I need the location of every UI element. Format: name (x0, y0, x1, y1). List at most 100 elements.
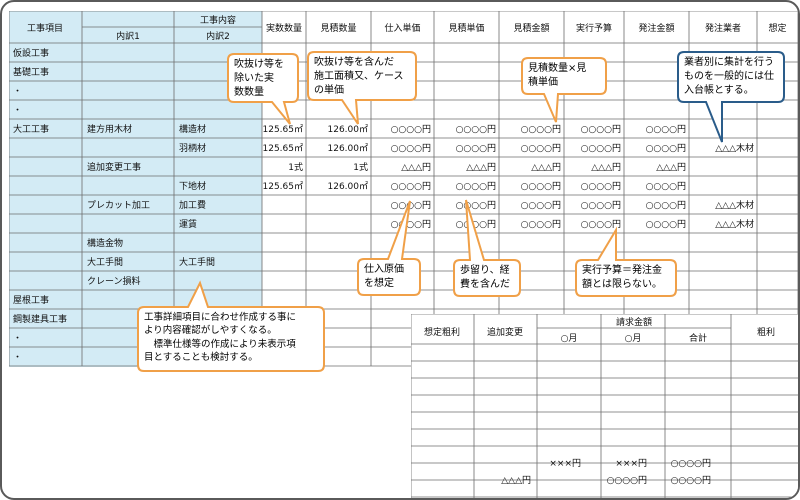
row-actual: 125.65㎡ (263, 143, 304, 154)
row-estimate: 126.00㎡ (328, 143, 369, 154)
row-order: ○○○○円 (646, 124, 686, 135)
row-sub2: 構造材 (179, 123, 206, 135)
row-order: ○○○○円 (646, 143, 686, 154)
row-purchase: △△△円 (401, 162, 431, 173)
callout-vendor-note-outline (677, 51, 785, 143)
row-estimate-unit: ○○○○円 (456, 181, 496, 192)
row-order: ○○○○円 (646, 200, 686, 211)
inset-table-grid: 想定粗利追加変更請求金額○月○月合計粗利×××円×××円○○○○円△△△円○○○… (410, 313, 798, 498)
row-order: ○○○○円 (646, 219, 686, 230)
row-purchase: ○○○○円 (391, 124, 431, 135)
callout-budget-note-text: 実行予算＝発注金 額とは限らない。 (582, 265, 662, 290)
callout-yield-cost-shape (453, 199, 521, 297)
row-sub2: 下地材 (179, 180, 206, 192)
callout-excl-openings: 吹抜け等を 除いた実 数数量 (227, 53, 299, 125)
row-estimate-amount: ○○○○円 (521, 181, 561, 192)
row-budget: ○○○○円 (581, 219, 621, 230)
callout-incl-openings: 吹抜け等を含んだ 施工面積又、ケース の単価 (307, 51, 417, 125)
callout-est-price-outline (521, 57, 607, 123)
inset-billing-amount: 請求金額 (616, 316, 652, 328)
row-item: 鋼製建具工事 (13, 313, 67, 325)
header-vendor: 発注業者 (705, 22, 741, 34)
inset-val-o2: ○○○○円 (607, 475, 647, 486)
row-item: ・ (13, 87, 22, 97)
row-sub2: 羽柄材 (179, 142, 206, 154)
row-order: △△△円 (656, 162, 686, 173)
row-estimate-unit: ○○○○円 (456, 143, 496, 154)
row-estimate-amount: △△△円 (531, 162, 561, 173)
header-purchase_unit: 仕入単価 (384, 22, 420, 34)
header-exec_budget: 実行予算 (576, 22, 612, 34)
row-purchase: ○○○○円 (391, 143, 431, 154)
row-budget: ○○○○円 (581, 200, 621, 211)
row-sub1: クレーン損料 (87, 275, 141, 287)
row-sub1: 大工手間 (87, 256, 123, 268)
row-sub2: 大工手間 (179, 256, 215, 268)
callout-budget-note-outline (575, 226, 677, 297)
inset-val-o1: ○○○○円 (671, 458, 711, 469)
callout-vendor-note-text: 業者別に集計を行う ものを一般的には仕 入台帳とする。 (684, 57, 774, 96)
callout-est-price: 見積数量×見 積単価 (521, 57, 607, 123)
row-budget: ○○○○円 (581, 181, 621, 192)
row-estimate-amount: ○○○○円 (521, 124, 561, 135)
row-estimate-amount: ○○○○円 (521, 219, 561, 230)
row-item: ・ (13, 106, 22, 116)
row-estimate-unit: ○○○○円 (456, 124, 496, 135)
callout-yield-cost-text: 歩留り、経 費を含んだ (460, 265, 510, 290)
row-sub2: 加工費 (179, 199, 206, 211)
inset-val-x1: ×××円 (549, 458, 581, 469)
callout-excl-openings-outline (227, 53, 299, 125)
row-purchase: ○○○○円 (391, 219, 431, 230)
callout-detail-note: 工事詳細項目に合わせ作成する事に より内容確認がしやすくなる。 標準仕様等の作成… (137, 280, 325, 372)
callout-budget-note-shape (575, 226, 677, 297)
inset-gross-profit: 粗利 (757, 326, 775, 338)
row-sub1: 建方用木材 (87, 123, 132, 135)
callout-detail-note-shape (137, 280, 325, 372)
callout-budget-note: 実行予算＝発注金 額とは限らない。 (575, 226, 677, 297)
header-estimate_unit: 見積単価 (448, 22, 484, 34)
header-order_amount: 発注金額 (638, 22, 674, 34)
header-estimate_qty: 見積数量 (320, 22, 356, 34)
row-sub1: プレカット加工 (87, 200, 150, 211)
inset-assumed-profit: 想定粗利 (424, 326, 460, 338)
row-item: 仮設工事 (13, 47, 49, 59)
row-actual: 125.65㎡ (263, 124, 304, 135)
row-budget: ○○○○円 (581, 124, 621, 135)
callout-incl-openings-outline (307, 51, 417, 125)
callout-excl-openings-text: 吹抜け等を 除いた実 数数量 (234, 59, 284, 98)
row-vendor: △△△木材 (715, 142, 754, 154)
inset-total: 合計 (689, 332, 707, 344)
header-assumed: 想定 (768, 22, 786, 34)
callout-detail-note-text: 工事詳細項目に合わせ作成する事に より内容確認がしやすくなる。 標準仕様等の作成… (144, 312, 297, 363)
header-item: 工事項目 (27, 22, 63, 34)
inset-val-t: △△△円 (501, 475, 531, 486)
callout-est-price-shape (521, 57, 607, 123)
header-content: 工事内容 (200, 14, 236, 26)
row-sub2: 運賃 (179, 218, 197, 230)
row-item: 基礎工事 (13, 66, 49, 78)
callout-vendor-note: 業者別に集計を行う ものを一般的には仕 入台帳とする。 (677, 51, 785, 143)
row-sub1: 追加変更工事 (87, 161, 141, 173)
row-sub1: 構造金物 (87, 237, 123, 249)
row-actual: 125.65㎡ (263, 181, 304, 192)
callout-purchase-cost-text: 仕入原価 を想定 (364, 264, 404, 289)
header-estimate_amount: 見積金額 (513, 22, 549, 34)
row-item: ・ (13, 353, 22, 363)
row-vendor: △△△木材 (715, 199, 754, 211)
header-sub2: 内訳2 (206, 30, 230, 42)
callout-purchase-cost: 仕入原価 を想定 (357, 200, 421, 296)
callout-excl-openings-shape (227, 53, 299, 125)
header-sub1: 内訳1 (116, 30, 140, 42)
inset-month1: ○月 (561, 333, 578, 344)
row-estimate-amount: ○○○○円 (521, 200, 561, 211)
inset-month2: ○月 (625, 333, 642, 344)
callout-est-price-text: 見積数量×見 積単価 (528, 63, 587, 88)
row-budget: △△△円 (591, 162, 621, 173)
row-estimate-unit: △△△円 (466, 162, 496, 173)
callout-vendor-note-shape (677, 51, 785, 143)
row-estimate: 126.00㎡ (328, 181, 369, 192)
callout-detail-note-outline (137, 280, 325, 372)
callout-purchase-cost-shape (357, 200, 421, 296)
